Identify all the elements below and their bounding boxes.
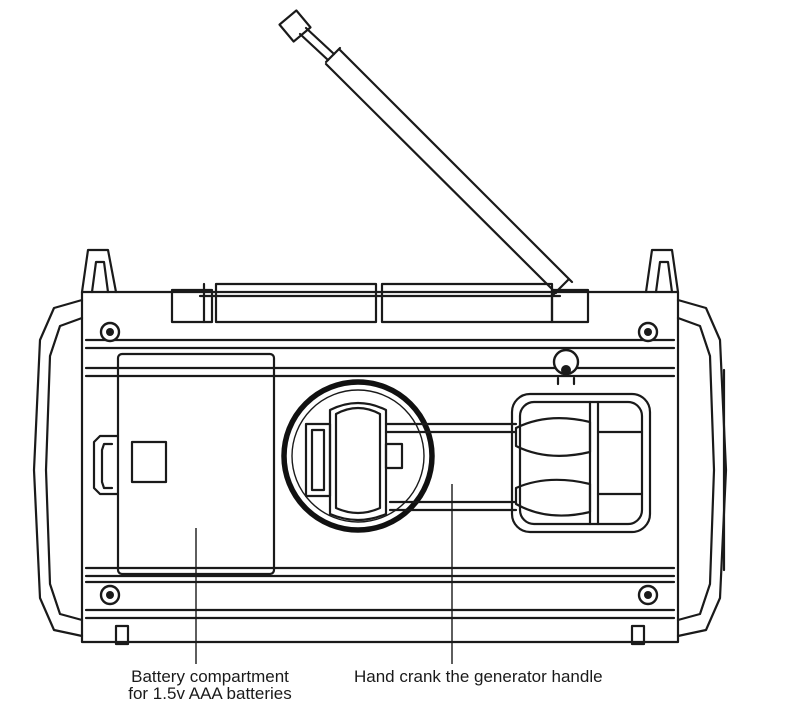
battery-label-line1: Battery compartment [131, 667, 289, 686]
leader-lines [195, 484, 453, 664]
screws [99, 321, 659, 606]
hand-crank-label: Hand crank the generator handle [354, 667, 603, 686]
battery-compartment [92, 352, 276, 576]
telescopic-antenna [278, 9, 574, 298]
radio-body [80, 290, 680, 644]
crank-handle-grip [510, 392, 652, 534]
top-ears [80, 248, 680, 294]
battery-compartment-label: Battery compartment for 1.5v AAA batteri… [112, 668, 308, 702]
battery-label-line2: for 1.5v AAA batteries [128, 684, 292, 703]
top-rail [170, 282, 590, 324]
side-bumpers [32, 298, 728, 638]
hand-crank [281, 379, 518, 533]
bottom-feet [114, 624, 646, 646]
